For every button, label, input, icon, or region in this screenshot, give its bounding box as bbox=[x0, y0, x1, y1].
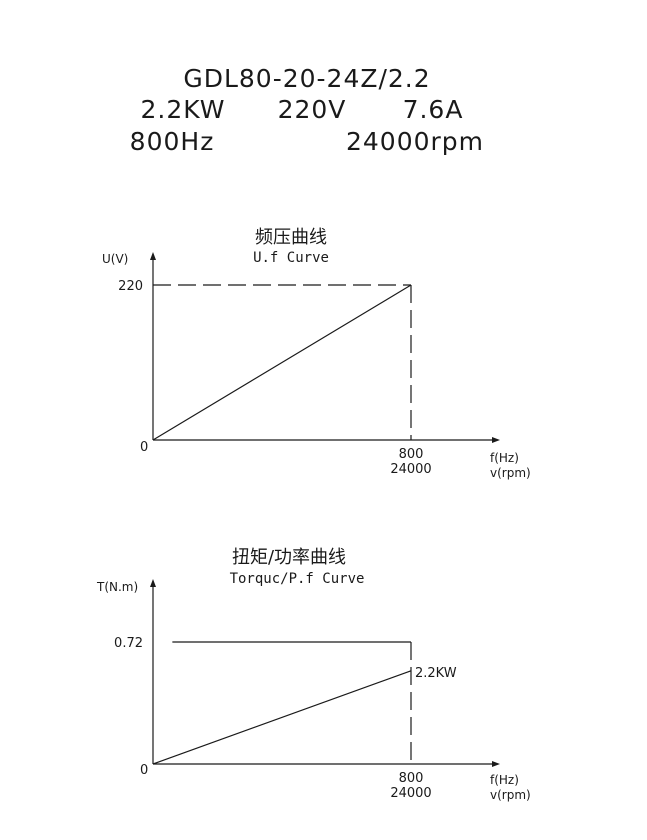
y-axis-arrow bbox=[150, 252, 156, 260]
model-number: GDL80-20-24Z/2.2 bbox=[183, 64, 430, 93]
current-rating: 7.6A bbox=[403, 95, 464, 124]
y-tick-label: 220 bbox=[118, 279, 143, 294]
x-tick-label: 800 bbox=[399, 771, 424, 786]
uf-curve-chart: 频压曲线 U.f Curve U(V) f(Hz) v(rpm) 0 80024… bbox=[102, 227, 531, 480]
x-axis-label: f(Hz) bbox=[490, 451, 519, 465]
spec-header: GDL80-20-24Z/2.2 2.2KW 220V 7.6A 800Hz 2… bbox=[130, 64, 484, 156]
series-line-1 bbox=[152, 284, 412, 441]
x-axis-label-secondary: v(rpm) bbox=[490, 466, 531, 480]
x-tick-label-secondary: 24000 bbox=[390, 462, 431, 477]
x-axis-arrow bbox=[492, 437, 500, 443]
chart-title: 频压曲线 bbox=[255, 227, 327, 248]
frequency-rating: 800Hz bbox=[130, 127, 215, 156]
x-tick-label: 800 bbox=[399, 447, 424, 462]
chart-subtitle: U.f Curve bbox=[253, 250, 329, 266]
x-axis-label: f(Hz) bbox=[490, 773, 519, 787]
speed-rating: 24000rpm bbox=[346, 127, 484, 156]
chart-title: 扭矩/功率曲线 bbox=[232, 547, 346, 568]
y-tick-label: 0.72 bbox=[114, 636, 143, 651]
x-tick-label-secondary: 24000 bbox=[390, 786, 431, 801]
annotation-label: 2.2KW bbox=[415, 666, 457, 681]
voltage-rating: 220V bbox=[278, 95, 347, 124]
x-axis-arrow bbox=[492, 761, 500, 767]
x-axis-label-secondary: v(rpm) bbox=[490, 788, 531, 802]
y-axis-arrow bbox=[150, 579, 156, 587]
y-axis-label: U(V) bbox=[102, 252, 128, 266]
origin-label: 0 bbox=[140, 763, 148, 778]
series-line-2 bbox=[152, 670, 412, 765]
chart-subtitle: Torquc/P.f Curve bbox=[230, 571, 365, 587]
power-rating: 2.2KW bbox=[141, 95, 226, 124]
torque-power-curve-chart: 扭矩/功率曲线 Torquc/P.f Curve T(N.m) f(Hz) v(… bbox=[96, 547, 531, 802]
origin-label: 0 bbox=[140, 440, 148, 455]
y-axis-label: T(N.m) bbox=[96, 580, 138, 594]
